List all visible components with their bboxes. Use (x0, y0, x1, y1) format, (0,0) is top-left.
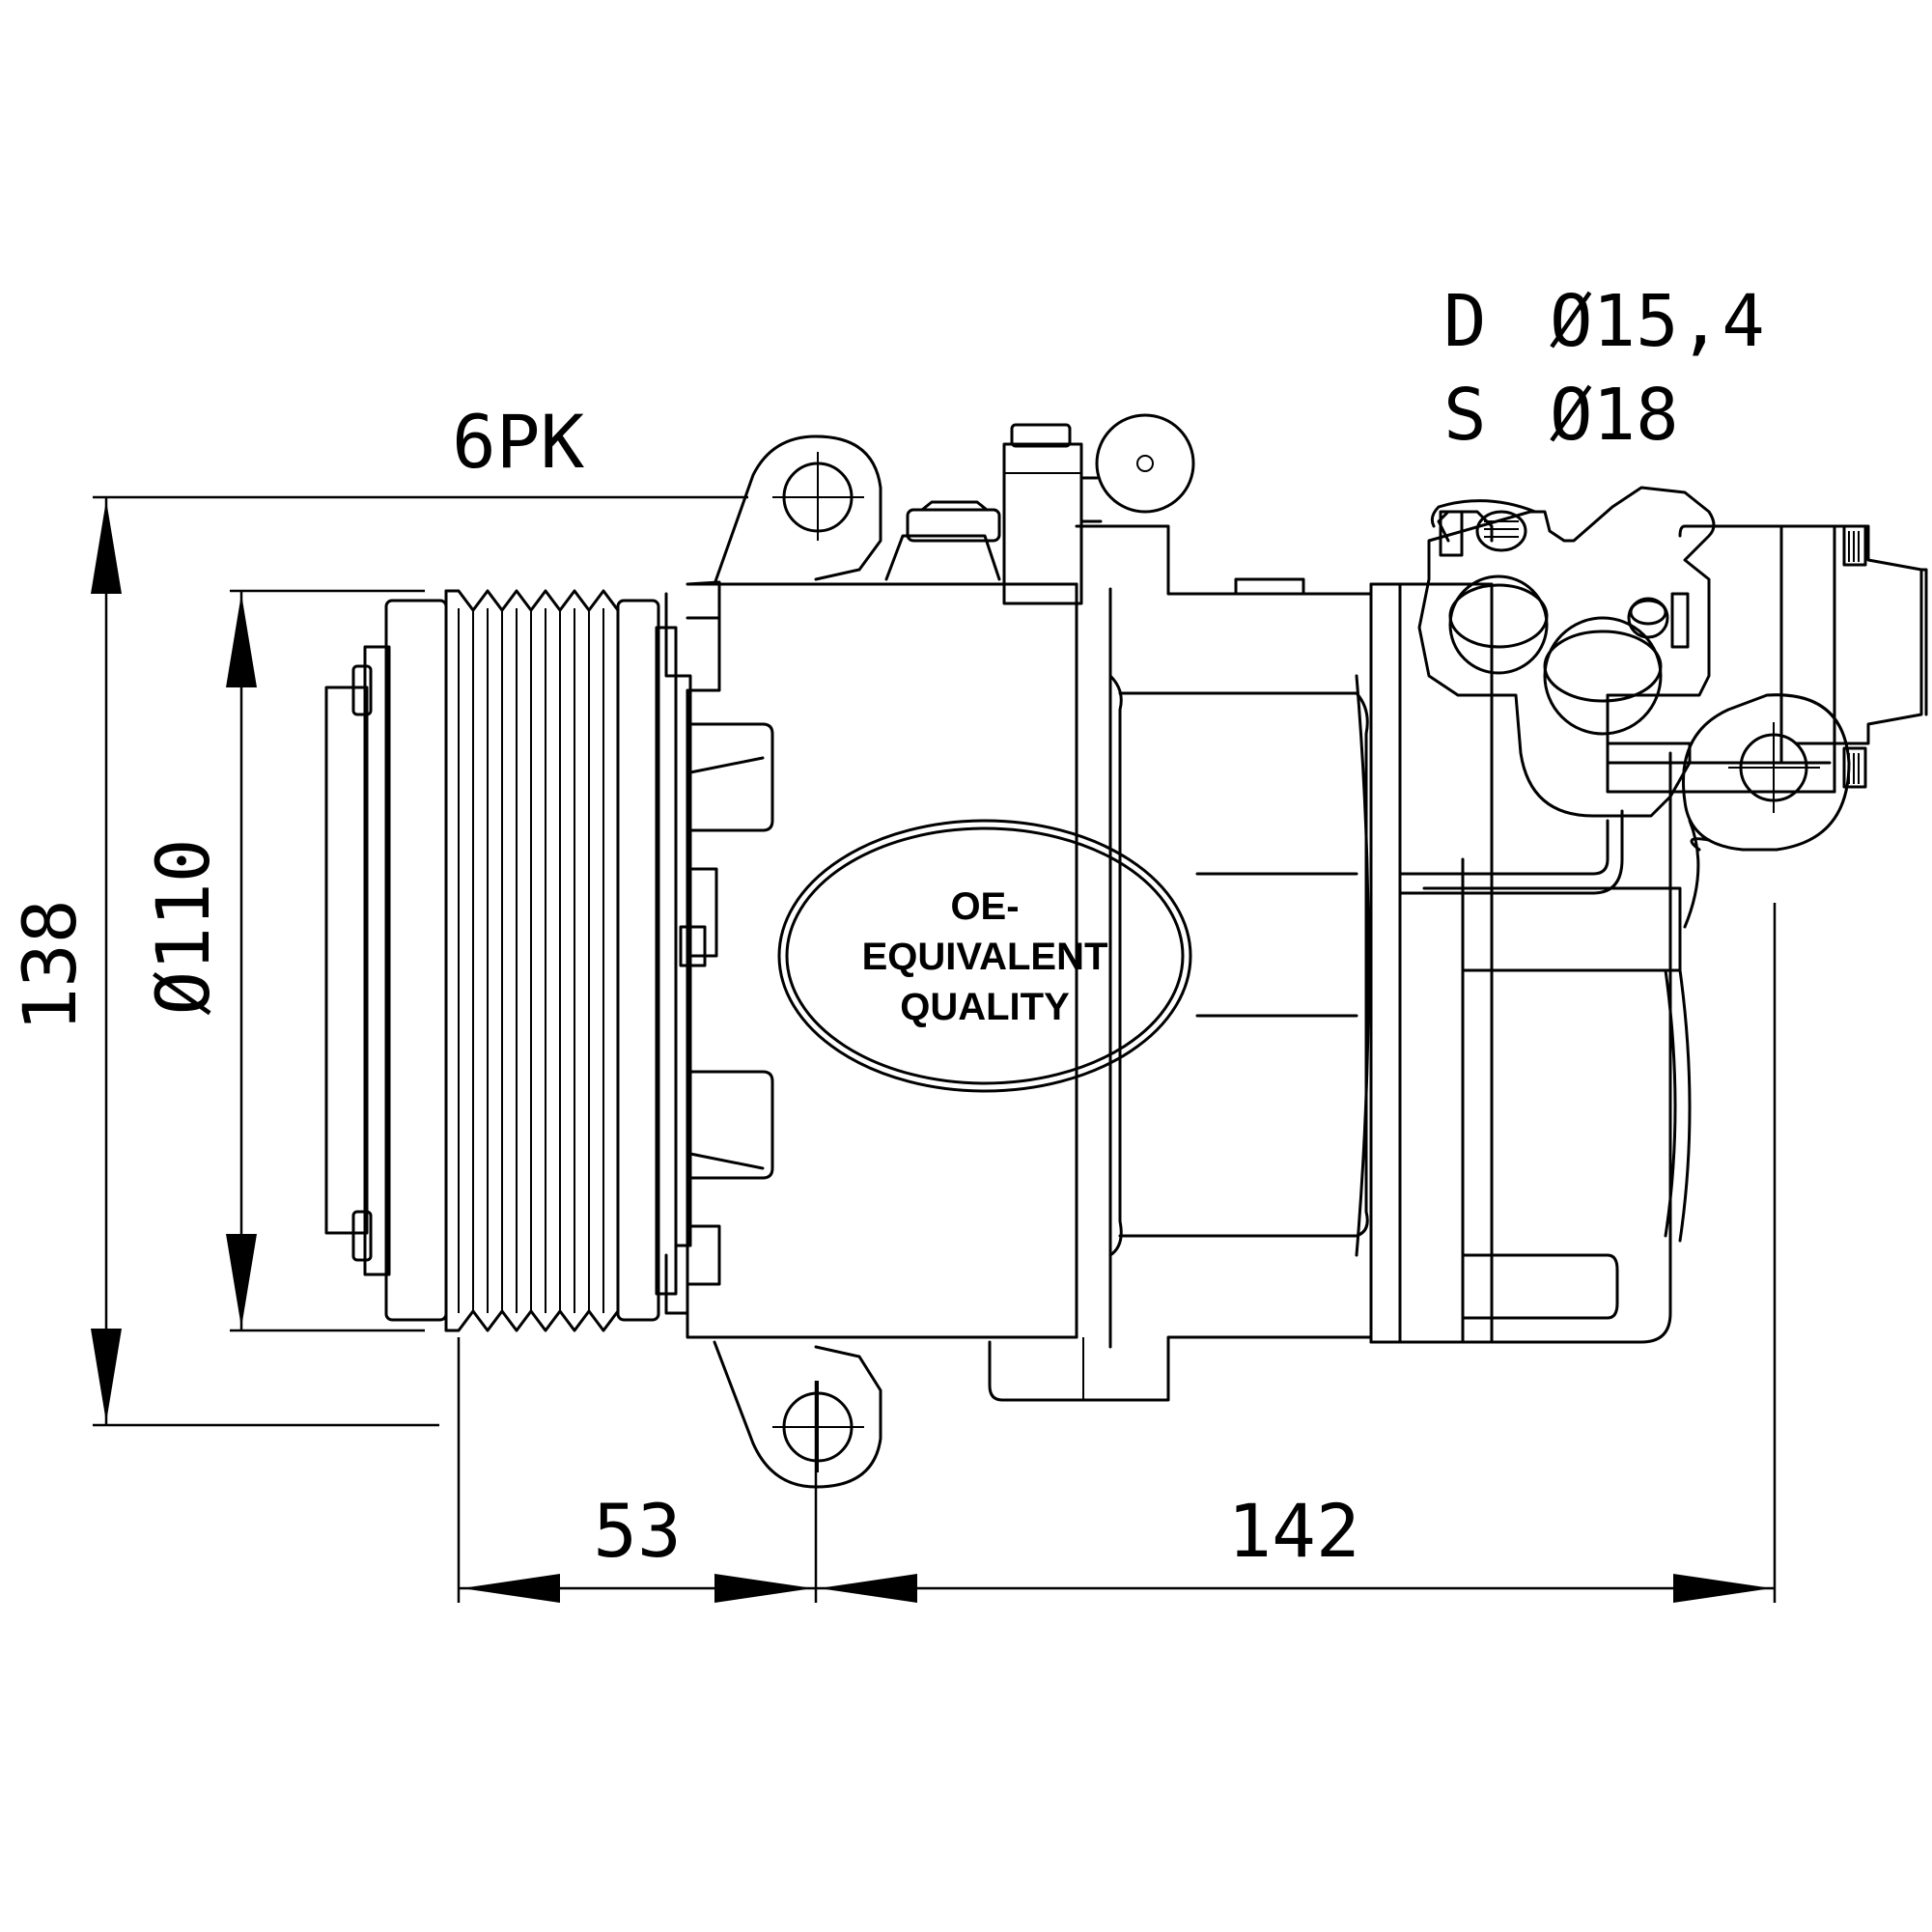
arrow-left (819, 1574, 917, 1603)
cover-side-tab (686, 867, 718, 958)
discharge-port-diameter: Ø15,4 (1550, 280, 1765, 363)
control-valve-body (1002, 442, 1083, 605)
pulley-rim-right (616, 599, 660, 1322)
service-valve (1627, 597, 1669, 639)
arrow-up (226, 594, 257, 687)
badge-outer-ring (777, 819, 1192, 1093)
cover-tab-top (686, 722, 774, 832)
discharge-port-opening (1448, 574, 1549, 675)
compressor-body (988, 524, 1851, 1402)
side-bracket (1606, 524, 1923, 794)
badge-line-2: EQUIVALENT (862, 936, 1108, 978)
bracket-bolt-bottom (1842, 746, 1867, 789)
arrow-left (462, 1574, 560, 1603)
pulley-diameter-value: Ø110 (140, 838, 226, 1015)
pressure-switch (1095, 413, 1195, 514)
height-value: 138 (7, 899, 93, 1031)
body-rib (1234, 577, 1305, 596)
offset-value: 53 (593, 1488, 682, 1574)
length-value: 142 (1227, 1488, 1359, 1574)
suction-port-letter: S (1443, 374, 1487, 457)
cover-tab-bottom (686, 1070, 774, 1180)
arrow-right (1673, 1574, 1772, 1603)
clutch-hub (363, 645, 391, 1276)
length-dimensions: 53 142 (457, 903, 1777, 1603)
rear-head (1398, 626, 1672, 1344)
rear-cover-flange (1369, 582, 1402, 1344)
pulley-groove-ribs-bottom (444, 1309, 620, 1332)
manifold-pin (1670, 592, 1690, 649)
threaded-pin (1439, 510, 1464, 557)
bracket-bolt-top (1842, 524, 1867, 567)
shell-bulge (1108, 674, 1123, 1257)
height-dimension: 138 (7, 495, 748, 1427)
clutch-pulley (324, 589, 692, 1332)
top-mounting-ear (713, 434, 882, 586)
discharge-port-letter: D (1443, 280, 1487, 363)
port-manifold (1417, 486, 1928, 818)
bottom-mounting-ear (713, 1340, 882, 1489)
arrow-right (714, 1574, 813, 1603)
pulley-diameter-dimension: Ø110 (140, 589, 425, 1332)
arrow-up (91, 500, 122, 594)
badge-line-1: OE- (950, 885, 1019, 928)
suction-port-diameter: Ø18 (1550, 374, 1679, 457)
oil-filler-plug (884, 534, 1001, 581)
pulley-groove-ribs-top (444, 589, 620, 612)
suction-port-opening (1543, 616, 1663, 736)
clutch-rivets (351, 664, 373, 1262)
oe-equivalent-quality-badge: OE- EQUIVALENT QUALITY (777, 819, 1192, 1093)
badge-inner-ring (785, 826, 1185, 1085)
belt-profile-label: 6PK (452, 399, 585, 485)
clutch-plate (324, 686, 369, 1235)
badge-line-3: QUALITY (900, 986, 1070, 1028)
arrow-down (226, 1234, 257, 1328)
port-specifications: D Ø15,4 S Ø18 (1443, 280, 1765, 457)
pulley-groove-lines (458, 608, 604, 1313)
arrow-down (91, 1329, 122, 1422)
pulley-rim-left (384, 599, 448, 1322)
